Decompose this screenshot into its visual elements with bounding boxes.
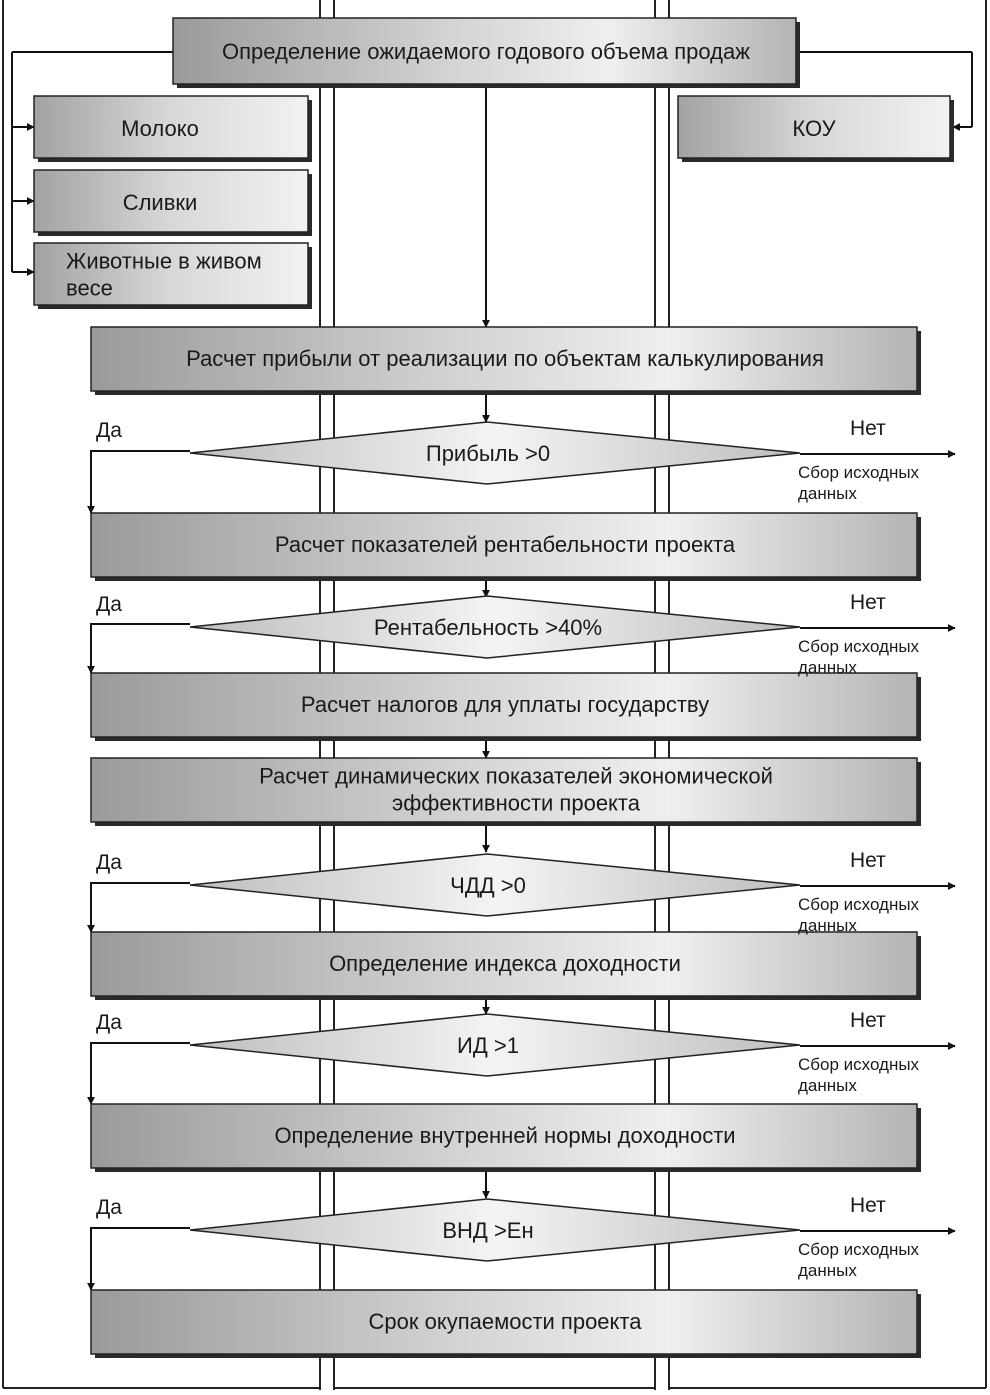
process-box bbox=[90, 672, 921, 741]
product-box bbox=[33, 242, 312, 309]
process-label: Определение индекса доходности bbox=[329, 951, 681, 976]
no-label: Нет bbox=[850, 1194, 886, 1217]
decision-diamond bbox=[189, 1198, 801, 1262]
kou-label: КОУ bbox=[792, 116, 836, 141]
product-label: Молоко bbox=[121, 116, 199, 141]
decision-diamond bbox=[189, 853, 801, 917]
decision-diamond bbox=[189, 421, 801, 485]
yes-label: Да bbox=[96, 419, 122, 442]
decision-label: Прибыль >0 bbox=[426, 441, 550, 466]
top-process-label: Определение ожидаемого годового объема п… bbox=[222, 39, 750, 64]
decision-label: Рентабельность >40% bbox=[374, 615, 602, 640]
kou-box bbox=[677, 95, 954, 162]
no-label: Нет bbox=[850, 849, 886, 872]
process-box bbox=[90, 326, 921, 395]
process-label: Расчет прибыли от реализации по объектам… bbox=[186, 346, 824, 371]
no-label: Нет bbox=[850, 417, 886, 440]
process-box bbox=[90, 1289, 921, 1358]
process-box bbox=[90, 512, 921, 581]
process-label: Расчет показателей рентабельности проект… bbox=[275, 532, 736, 557]
product-box bbox=[33, 169, 312, 236]
yes-label: Да bbox=[96, 1196, 122, 1219]
yes-label: Да bbox=[96, 593, 122, 616]
yes-label: Да bbox=[96, 851, 122, 874]
process-box bbox=[90, 1103, 921, 1172]
process-label: Расчет налогов для уплаты государству bbox=[301, 692, 709, 717]
product-label: Сливки bbox=[123, 190, 198, 215]
process-label: Определение внутренней нормы доходности bbox=[274, 1123, 735, 1148]
top-process-box bbox=[172, 17, 800, 88]
decision-label: ИД >1 bbox=[457, 1033, 519, 1058]
no-label: Нет bbox=[850, 1009, 886, 1032]
process-box bbox=[90, 757, 921, 826]
decision-label: ВНД >Ен bbox=[442, 1218, 533, 1243]
yes-label: Да bbox=[96, 1011, 122, 1034]
process-label: Срок окупаемости проекта bbox=[369, 1309, 643, 1334]
product-box bbox=[33, 95, 312, 162]
process-label: Расчет динамических показателей экономич… bbox=[259, 764, 773, 816]
decision-diamond bbox=[189, 1013, 801, 1077]
decision-diamond bbox=[189, 595, 801, 659]
no-label: Нет bbox=[850, 591, 886, 614]
decision-label: ЧДД >0 bbox=[450, 873, 526, 898]
process-box bbox=[90, 931, 921, 1000]
